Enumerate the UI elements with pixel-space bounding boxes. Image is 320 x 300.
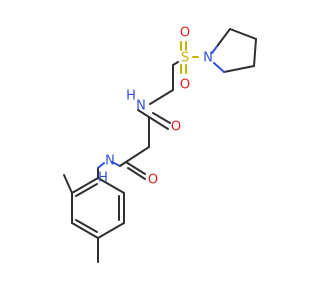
ring-bond [97, 222, 125, 239]
amide-n-aryl-h: H [98, 171, 108, 186]
n-carbonyl-bond [119, 161, 127, 167]
n-carbonyl-bond-n [111, 161, 121, 167]
pyr-bond [217, 28, 231, 46]
sulfonyl-o-bottom-label: O [180, 78, 190, 93]
upper-co-bond [148, 116, 169, 130]
pyr-bond [253, 38, 257, 67]
aryl-n-bond-n [97, 162, 105, 169]
benzene-ring [71, 177, 125, 239]
carbonyl-to-ch2 [125, 146, 150, 163]
lower-co-bond [125, 161, 146, 175]
amide-o-upper-label: O [171, 120, 181, 135]
lower-co-double [127, 167, 146, 180]
pyr-bond [223, 65, 255, 73]
ring-double-bond [75, 183, 98, 197]
ring-bond [97, 177, 125, 194]
molecule-canvas: H N O O H N S O O N [63, 26, 257, 263]
ch2-s-bond [172, 61, 179, 66]
amide-n-ethyl-label: N [136, 99, 146, 114]
pyrrolidine-n-label: N [203, 51, 213, 66]
ring-bond [71, 222, 99, 239]
amide-o-lower-label: O [148, 173, 158, 188]
n-ch2-bond [149, 89, 174, 105]
ring-double-bond [75, 219, 98, 233]
methyl-bond-ortho [63, 174, 73, 194]
amide-n-aryl-label: N [105, 154, 115, 169]
ring-bond [71, 177, 99, 194]
amide-n-ethyl-h: H [126, 89, 136, 104]
sulfur-label: S [181, 51, 189, 66]
upper-co-double [152, 112, 171, 124]
sulfonyl-o-top-label: O [180, 26, 190, 41]
pyr-bond [211, 44, 219, 54]
structure-diagram: H N O O H N S O O N [63, 26, 257, 263]
pyrrolidine-ring [211, 28, 257, 73]
pyr-bond [229, 28, 257, 40]
carbonyl-n-bond [137, 109, 150, 118]
pyr-bond [213, 62, 225, 73]
